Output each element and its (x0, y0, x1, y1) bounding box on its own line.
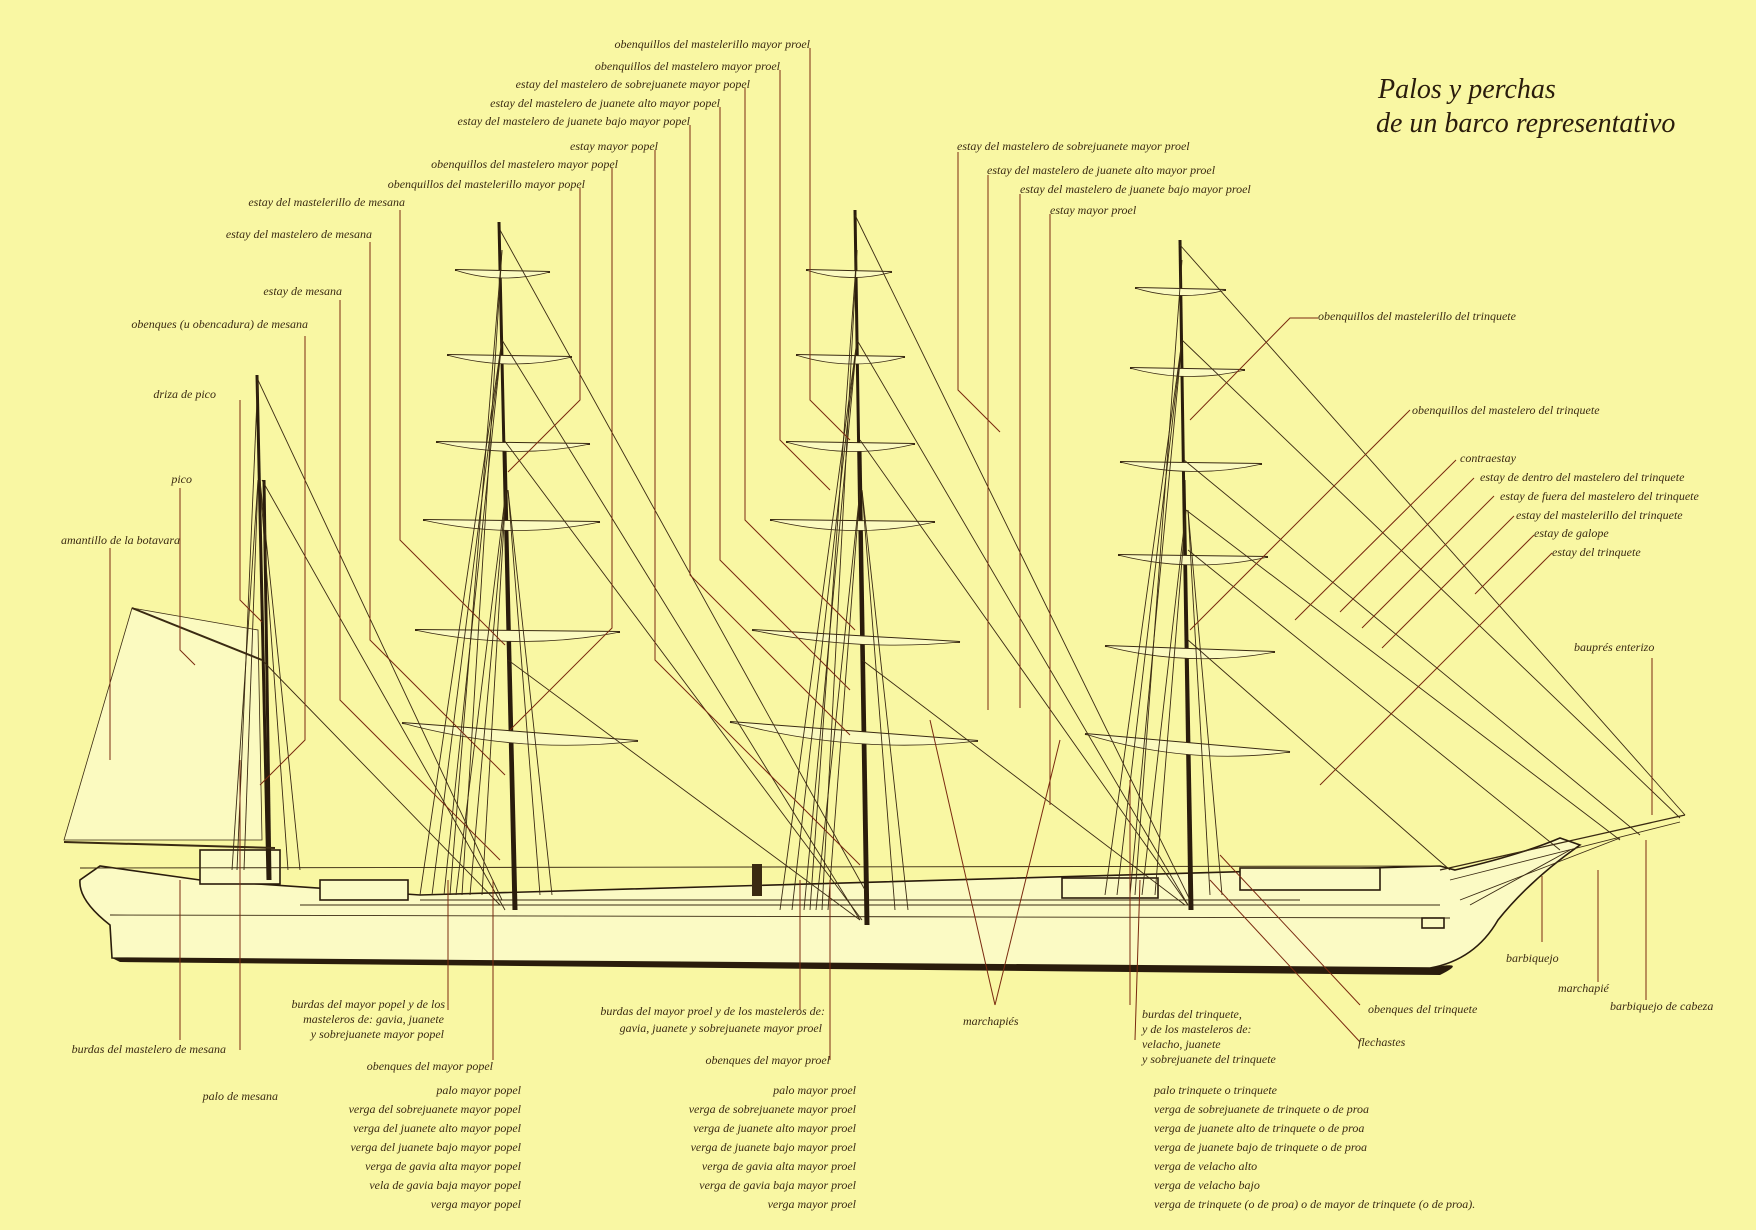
proel-list-item: palo mayor proel (772, 1083, 857, 1097)
label-flechastes: flechastes (1358, 1035, 1406, 1049)
trinquete-list-item: verga de velacho bajo (1154, 1178, 1260, 1192)
label-burdas-masterlero-mesana: burdas del mastelero de mesana (72, 1042, 226, 1056)
label-obenquillos-masterillo-mayor-popel: obenquillos del mastelerillo mayor popel (388, 177, 586, 191)
label-burdas-mayor-popel-3: y sobrejuanete mayor popel (310, 1027, 445, 1041)
label-barbiquejo-cabeza: barbiquejo de cabeza (1610, 999, 1713, 1013)
label-driza-pico: driza de pico (153, 387, 216, 401)
label-estay-trinquete: estay del trinquete (1552, 545, 1641, 559)
label-estay-mayor-proel: estay mayor proel (1050, 203, 1137, 217)
label-estay-juanete-bajo-mayor-popel: estay del mastelero de juanete bajo mayo… (458, 114, 691, 128)
trinquete-list-item: verga de sobrejuanete de trinquete o de … (1154, 1102, 1369, 1116)
label-barbiquejo: barbiquejo (1506, 951, 1559, 965)
trinquete-list: palo trinquete o trinquete verga de sobr… (1153, 1083, 1475, 1211)
labels-top-left: obenquillos del mastelerillo mayor proel… (61, 37, 811, 547)
label-estay-juanete-alto-mayor-popel: estay del mastelero de juanete alto mayo… (490, 96, 721, 110)
proel-list-item: verga de gavia baja mayor proel (699, 1178, 856, 1192)
popel-list-item: verga del juanete bajo mayor popel (350, 1140, 521, 1154)
proel-list-item: verga mayor proel (768, 1197, 857, 1211)
label-obenques-mesana: obenques (u obencadura) de mesana (131, 317, 308, 331)
spanker-sail (63, 607, 263, 841)
main-mast-proel (853, 209, 870, 926)
proel-list: palo mayor proel verga de sobrejuanete m… (689, 1083, 857, 1211)
fore-mast (1178, 239, 1194, 911)
label-baupres: bauprés enterizo (1574, 640, 1654, 654)
label-pico: pico (170, 472, 192, 486)
label-obenquillos-masterillo-trinquete: obenquillos del mastelerillo del trinque… (1318, 309, 1517, 323)
label-obenquillos-mastelero-mayor-popel: obenquillos del mastelero mayor popel (431, 157, 619, 171)
popel-list-item: verga del juanete alto mayor popel (353, 1121, 522, 1135)
proel-list-item: verga de sobrejuanete mayor proel (689, 1102, 857, 1116)
label-marchapies: marchapiés (963, 1014, 1019, 1028)
label-estay-sobrejuanete-mayor-popel: estay del mastelero de sobrejuanete mayo… (516, 77, 751, 91)
label-estay-juanete-bajo-mayor-proel: estay del mastelero de juanete bajo mayo… (1020, 182, 1251, 196)
trinquete-list-item: palo trinquete o trinquete (1153, 1083, 1278, 1097)
label-burdas-mayor-popel-1: burdas del mayor popel y de los (291, 997, 445, 1011)
label-burdas-mayor-proel-1: burdas del mayor proel y de los masteler… (600, 1004, 825, 1018)
yards-fore (1084, 287, 1291, 757)
popel-list-item: verga del sobrejuanete mayor popel (349, 1102, 522, 1116)
label-burdas-mayor-proel-2: gavia, juanete y sobrejuanete mayor proe… (620, 1021, 823, 1035)
label-obenquillos-mastelero-mayor-proel: obenquillos del mastelero mayor proel (595, 59, 781, 73)
trinquete-list-item: verga de velacho alto (1154, 1159, 1257, 1173)
yards-proel (729, 269, 979, 746)
label-amantillo: amantillo de la botavara (61, 533, 180, 547)
label-palo-mesana: palo de mesana (202, 1089, 278, 1103)
popel-list: palo mayor popel verga del sobrejuanete … (349, 1083, 522, 1211)
title-line-2: de un barco representativo (1376, 108, 1675, 139)
label-obenques-mayor-proel: obenques del mayor proel (705, 1053, 830, 1067)
label-estay-galope: estay de galope (1534, 526, 1609, 540)
trinquete-list-item: verga de juanete bajo de trinquete o de … (1154, 1140, 1367, 1154)
leader-lines (109, 48, 1653, 1060)
labels-top-right: estay del mastelero de sobrejuanete mayo… (957, 139, 1713, 1013)
label-contraestay: contraestay (1460, 451, 1517, 465)
trinquete-list-item: verga de trinquete (o de proa) o de mayo… (1154, 1197, 1475, 1211)
label-estay-juanete-alto-mayor-proel: estay del mastelero de juanete alto mayo… (987, 163, 1216, 177)
rigging (131, 214, 1686, 921)
label-obenquillos-mastelero-trinquete: obenquillos del mastelero del trinquete (1412, 403, 1600, 417)
label-estay-masterillo-mesana: estay del mastelerillo de mesana (248, 195, 405, 209)
label-estay-dentro: estay de dentro del mastelero del trinqu… (1480, 470, 1685, 484)
proel-list-item: verga de juanete bajo mayor proel (691, 1140, 857, 1154)
label-burdas-trinquete-3: velacho, juanete (1142, 1037, 1221, 1051)
label-estay-mesana: estay de mesana (263, 284, 342, 298)
proel-list-item: verga de gavia alta mayor proel (702, 1159, 857, 1173)
trinquete-list-item: verga de juanete alto de trinquete o de … (1154, 1121, 1364, 1135)
title-line-1: Palos y perchas (1377, 74, 1556, 105)
label-obenques-trinquete: obenques del trinquete (1368, 1002, 1478, 1016)
label-obenquillos-masterillo-mayor-proel: obenquillos del mastelerillo mayor proel (614, 37, 810, 51)
label-estay-masterillo-trinquete: estay del mastelerillo del trinquete (1516, 508, 1683, 522)
labels-bottom: obenques del trinquete flechastes marcha… (72, 997, 1478, 1103)
label-obenques-mayor-popel: obenques del mayor popel (367, 1059, 494, 1073)
popel-list-item: vela de gavia baja mayor popel (369, 1178, 521, 1192)
label-burdas-trinquete-4: y sobrejuanete del trinquete (1141, 1052, 1277, 1066)
label-estay-mastelero-mesana: estay del mastelero de mesana (226, 227, 372, 241)
popel-list-item: verga mayor popel (431, 1197, 522, 1211)
label-marchapie: marchapié (1558, 981, 1610, 995)
yards-popel (401, 269, 639, 746)
popel-list-item: palo mayor popel (435, 1083, 521, 1097)
label-estay-mayor-popel: estay mayor popel (570, 139, 659, 153)
popel-list-item: verga de gavia alta mayor popel (365, 1159, 522, 1173)
label-burdas-trinquete-2: y de los masteleros de: (1141, 1022, 1252, 1036)
proel-list-item: verga de juanete alto mayor proel (693, 1121, 856, 1135)
label-estay-fuera: estay de fuera del mastelero del trinque… (1500, 489, 1700, 503)
label-burdas-mayor-popel-2: masteleros de: gavia, juanete (303, 1012, 445, 1026)
label-estay-sobrejuanete-mayor-proel: estay del mastelero de sobrejuanete mayo… (957, 139, 1190, 153)
label-burdas-trinquete-1: burdas del trinquete, (1142, 1007, 1242, 1021)
